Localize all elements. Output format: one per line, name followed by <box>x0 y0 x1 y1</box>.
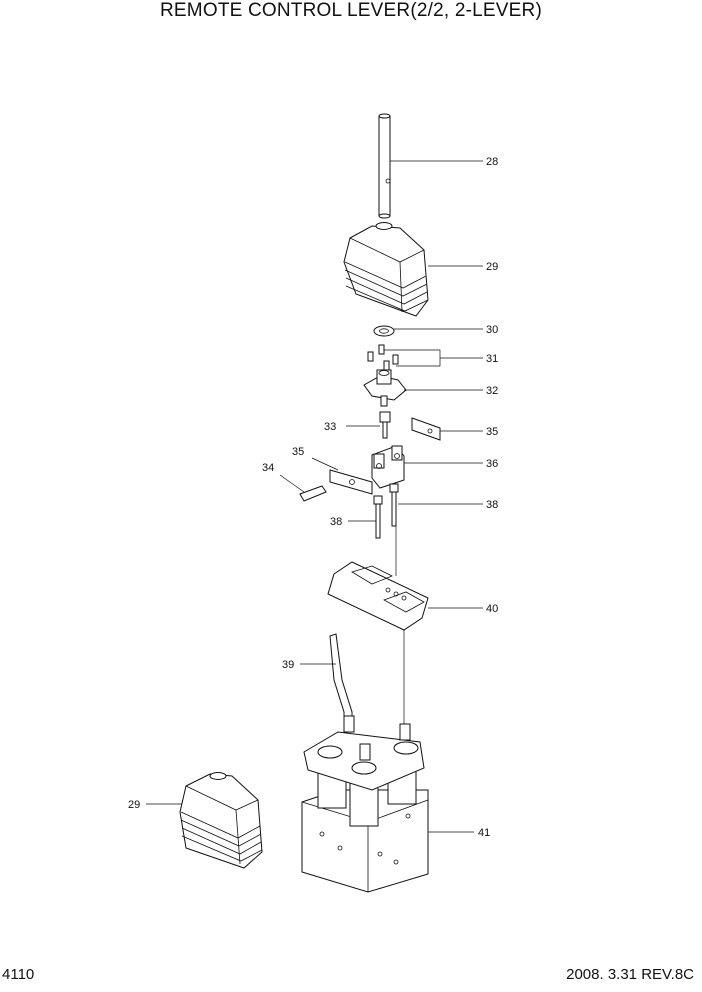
part-30-nut <box>373 325 395 337</box>
callout-29-top: 29 <box>486 261 498 273</box>
callout-35-right: 35 <box>486 426 498 438</box>
callout-34: 34 <box>262 462 274 474</box>
leader-35-left <box>311 457 339 471</box>
page-number: 4110 <box>2 966 35 983</box>
part-40-plate <box>327 561 429 631</box>
callout-40: 40 <box>486 603 498 615</box>
diagram-title: REMOTE CONTROL LEVER(2/2, 2-LEVER) <box>160 0 542 21</box>
part-29-boot-bottom <box>179 772 263 869</box>
callout-38-right: 38 <box>486 499 498 511</box>
part-32-plate <box>363 369 407 407</box>
part-41-valve-body <box>301 715 429 893</box>
callout-38-left: 38 <box>330 516 342 528</box>
part-35-bracket-left <box>329 469 373 495</box>
part-36-holder <box>371 445 405 489</box>
callout-35-left: 35 <box>292 446 304 458</box>
callout-32: 32 <box>486 385 498 397</box>
part-29-boot-top <box>343 222 429 317</box>
part-28-lever-rod <box>378 113 391 219</box>
callout-41: 41 <box>478 827 490 839</box>
callout-33: 33 <box>324 421 336 433</box>
part-39-lever <box>329 633 353 725</box>
part-35-bracket-right <box>411 417 441 441</box>
callout-29-bottom: 29 <box>128 799 140 811</box>
callout-39: 39 <box>282 659 294 671</box>
revision-date: 2008. 3.31 REV.8C <box>566 966 694 983</box>
leader-34 <box>279 474 305 493</box>
part-38-bolts <box>373 483 399 539</box>
callout-36: 36 <box>486 458 498 470</box>
callout-31: 31 <box>486 353 498 365</box>
part-33-bolt <box>379 411 391 439</box>
callout-28: 28 <box>486 156 498 168</box>
callout-30: 30 <box>486 324 498 336</box>
part-31-pins <box>367 344 399 371</box>
part-34-pin <box>299 485 327 502</box>
leader-31-bracket <box>384 349 441 367</box>
